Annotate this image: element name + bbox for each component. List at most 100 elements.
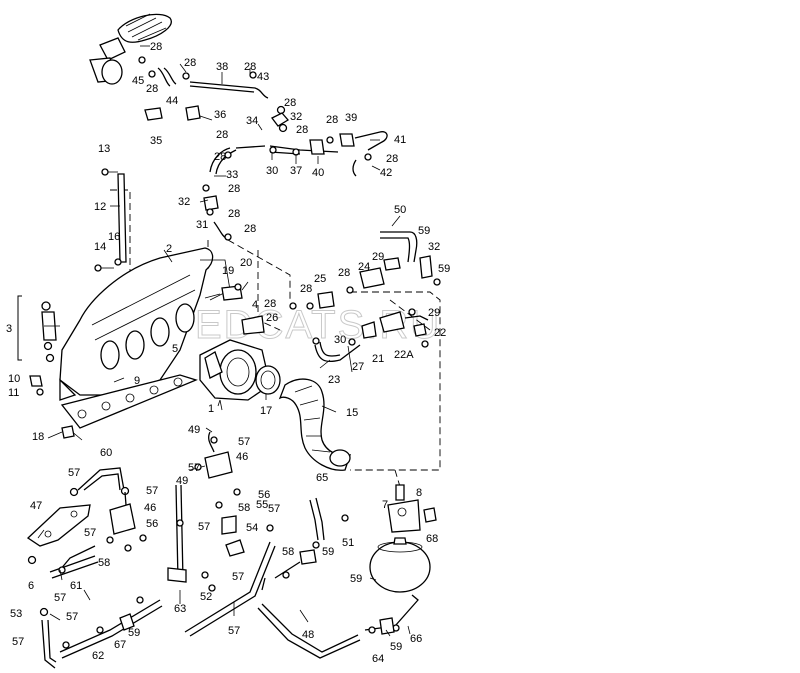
- callout-label: 51: [342, 537, 354, 549]
- callout-label: 60: [100, 447, 112, 459]
- callout-label: 57: [84, 527, 96, 539]
- bracket-part-4: [241, 315, 265, 335]
- callout-label: 42: [380, 167, 392, 179]
- callout-labels: 28 45 28 44 28 38 28 43 28 32 28 36 35 3…: [6, 41, 450, 665]
- callout-label: 19: [222, 265, 234, 277]
- callout-label: 29: [428, 307, 440, 319]
- callout-label: 1: [208, 403, 214, 415]
- vacuum-line-part-69: [39, 607, 57, 669]
- callout-label: 56: [258, 489, 270, 501]
- callout-label: 57: [68, 467, 80, 479]
- fuel-line-assembly-right: [289, 231, 441, 363]
- callout-label: 48: [302, 629, 314, 641]
- callout-label: 28: [184, 57, 196, 69]
- callout-label: 57: [146, 485, 158, 497]
- callout-label: 33: [226, 169, 238, 181]
- callout-label: 5: [172, 343, 178, 355]
- callout-label: 21: [372, 353, 384, 365]
- callout-label: 59: [390, 641, 402, 653]
- callout-label: 57: [268, 503, 280, 515]
- callout-label: 46: [236, 451, 248, 463]
- callout-label: 30: [334, 334, 346, 346]
- callout-label: 7: [382, 499, 388, 511]
- callout-label: 32: [178, 196, 190, 208]
- vacuum-line-part-61: [49, 555, 99, 579]
- vacuum-hose-top: [138, 56, 289, 133]
- callout-label: 41: [394, 134, 406, 146]
- callout-label: 50: [394, 204, 406, 216]
- callout-label: 66: [410, 633, 422, 645]
- bolt-part-10: [29, 375, 44, 396]
- injector-assembly-part-3: [17, 295, 57, 363]
- callout-label: 35: [150, 135, 162, 147]
- callout-label: 31: [196, 219, 208, 231]
- callout-label: 67: [114, 639, 126, 651]
- callout-label: 28: [326, 114, 338, 126]
- callout-label: 29: [372, 251, 384, 263]
- callout-label: 59: [438, 263, 450, 275]
- callout-label: 28: [264, 298, 276, 310]
- throttle-body: [199, 339, 271, 411]
- callout-label: 28: [214, 151, 226, 163]
- callout-label: 14: [94, 241, 106, 253]
- callout-label: 17: [260, 405, 272, 417]
- callout-label: 26: [266, 312, 278, 324]
- callout-label: 22A: [394, 349, 414, 361]
- callout-label: 11: [8, 387, 19, 399]
- callout-label: 58: [238, 502, 250, 514]
- clip-part-35: [144, 107, 163, 121]
- callout-label: 20: [240, 257, 252, 269]
- callout-label: 57: [238, 436, 250, 448]
- air-duct-hose: [278, 378, 352, 471]
- callout-label: 34: [246, 115, 258, 127]
- callout-label: 59: [128, 627, 140, 639]
- callout-label: 10: [8, 373, 20, 385]
- callout-label: 4: [252, 299, 258, 311]
- callout-label: 58: [98, 557, 110, 569]
- callout-label: 57: [54, 592, 66, 604]
- callout-label: 45: [132, 75, 144, 87]
- vacuum-line-part-66: [257, 594, 419, 659]
- callout-label: 64: [372, 653, 384, 665]
- vacuum-hose-chain-mid: [202, 131, 388, 241]
- callout-label: 28: [338, 267, 350, 279]
- callout-label: 57: [198, 521, 210, 533]
- callout-label: 58: [282, 546, 294, 558]
- callout-label: 49: [176, 475, 188, 487]
- vacuum-line-part-60: [69, 467, 130, 497]
- callout-label: 28: [244, 223, 256, 235]
- callout-label: 2: [166, 243, 172, 255]
- callout-label: 61: [70, 580, 82, 592]
- callout-label: 9: [134, 375, 140, 387]
- callout-label: 22: [434, 327, 446, 339]
- callout-label: 62: [92, 650, 104, 662]
- callout-label: 38: [216, 61, 228, 73]
- manifold-gasket: [60, 374, 198, 441]
- callout-label: 57: [228, 625, 240, 637]
- callout-label: 15: [346, 407, 358, 419]
- vacuum-reservoir: [369, 537, 431, 593]
- callout-label: 46: [144, 502, 156, 514]
- callout-label: 52: [200, 591, 212, 603]
- callout-label: 57: [66, 611, 78, 623]
- callout-label: 18: [32, 431, 44, 443]
- reservoir-bracket-part-7: [387, 484, 437, 533]
- vacuum-line-part-53: [59, 596, 163, 659]
- callout-label: 65: [316, 472, 328, 484]
- callout-label: 43: [257, 71, 269, 83]
- callout-label: 3: [6, 323, 12, 335]
- callout-label: 39: [345, 112, 357, 124]
- vacuum-line-part-65: [261, 497, 349, 591]
- callout-label: 28: [300, 283, 312, 295]
- callout-label: 55: [256, 499, 268, 511]
- support-rod-part-12: [94, 168, 127, 272]
- air-intake-hose-upper: [89, 13, 172, 85]
- bolt-part-54: [221, 515, 237, 535]
- sensor-part-19-20: [204, 283, 243, 301]
- callout-label: 28: [216, 129, 228, 141]
- callout-label: 30: [266, 165, 278, 177]
- check-valve-part-46-upper: [189, 431, 241, 509]
- callout-label: 28: [244, 61, 256, 73]
- callout-label: 28: [228, 183, 240, 195]
